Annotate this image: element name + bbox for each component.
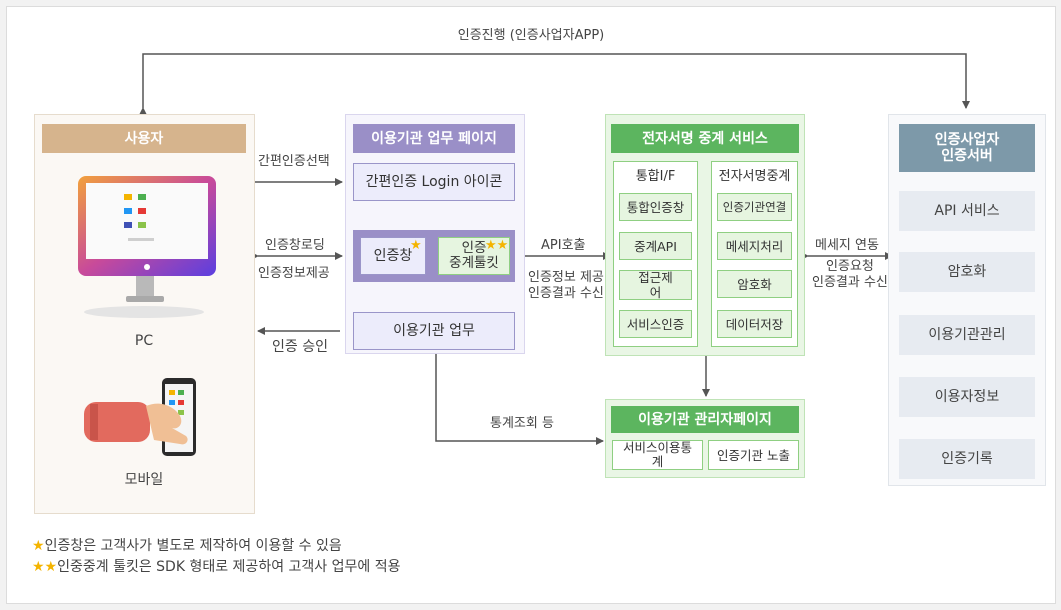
- toolkit-box: 인증 중계툴킷: [438, 237, 510, 275]
- provider-item: 암호화: [899, 252, 1035, 292]
- provider-item: 이용자정보: [899, 377, 1035, 417]
- relay-right-item: 인증기관연결: [717, 193, 792, 221]
- relay-right-item: 암호화: [717, 270, 792, 298]
- auth-window-loading-label: 인증창로딩: [265, 238, 325, 253]
- admin-item: 인증기관 노출: [708, 440, 799, 470]
- auth-info-result-label: 인증정보 제공 인증결과 수신: [528, 270, 604, 301]
- relay-right-item: 데이터저장: [717, 310, 792, 338]
- stats-arrow: [435, 354, 604, 445]
- provider-panel-title: 인증사업자 인증서버: [899, 124, 1035, 172]
- user-panel-title: 사용자: [42, 124, 246, 153]
- relay-left-item: 접근제 어: [619, 270, 692, 300]
- note-text: 인중중계 툴킷은 SDK 형태로 제공하여 고객사 업무에 적용: [57, 559, 401, 575]
- double-star-icon: ★★: [485, 238, 509, 253]
- star-icon: ★: [410, 238, 422, 253]
- pc-monitor-icon: [78, 176, 216, 318]
- auth-request-result-label: 인증요청 인증결과 수신: [812, 259, 888, 290]
- provider-item: 인증기록: [899, 439, 1035, 479]
- note-item: ★인증창은 고객사가 별도로 제작하여 이용할 수 있음: [32, 535, 342, 555]
- stats-query-label: 통계조회 등: [490, 416, 554, 431]
- simple-auth-select-label: 간편인증선택: [258, 154, 330, 169]
- relay-left-item: 서비스인증: [619, 310, 692, 338]
- admin-panel-title: 이용기관 관리자페이지: [611, 406, 799, 433]
- note-star-icon: ★: [32, 538, 45, 554]
- provider-item: 이용기관관리: [899, 315, 1035, 355]
- note-star-icon: ★★: [32, 559, 58, 575]
- mobile-phone-icon: [84, 378, 196, 456]
- mobile-label: 모바일: [124, 472, 164, 488]
- relay-right-title: 전자서명중계: [718, 168, 791, 184]
- provider-panel: [888, 114, 1046, 486]
- top-flow-connector: [139, 53, 970, 115]
- auth-approve-label: 인증 승인: [272, 339, 328, 355]
- pc-label: PC: [134, 333, 154, 349]
- message-link-label: 메세지 연동: [815, 238, 879, 253]
- org-work-box: 이용기관 업무: [353, 312, 515, 350]
- note-text: 인증창은 고객사가 별도로 제작하여 이용할 수 있음: [44, 538, 342, 554]
- auth-window-box: 인증창: [360, 237, 426, 275]
- org-panel-title: 이용기관 업무 페이지: [353, 124, 515, 153]
- top-flow-label: 인증진행 (인증사업자APP): [457, 28, 605, 43]
- relay-right-item: 메세지처리: [717, 232, 792, 260]
- relay-panel-title: 전자서명 중계 서비스: [611, 124, 799, 153]
- admin-item: 서비스이용통 계: [612, 440, 703, 470]
- relay-left-title: 통합I/F: [635, 168, 676, 184]
- login-icon-box: 간편인증 Login 아이콘: [353, 163, 515, 201]
- provider-item: API 서비스: [899, 191, 1035, 231]
- relay-left-item: 중계API: [619, 232, 692, 260]
- api-call-label: API호출: [541, 238, 586, 253]
- note-item: ★★인중중계 툴킷은 SDK 형태로 제공하여 고객사 업무에 적용: [32, 556, 400, 576]
- relay-left-item: 통합인증창: [619, 193, 692, 221]
- auth-info-provide-label: 인증정보제공: [258, 266, 330, 281]
